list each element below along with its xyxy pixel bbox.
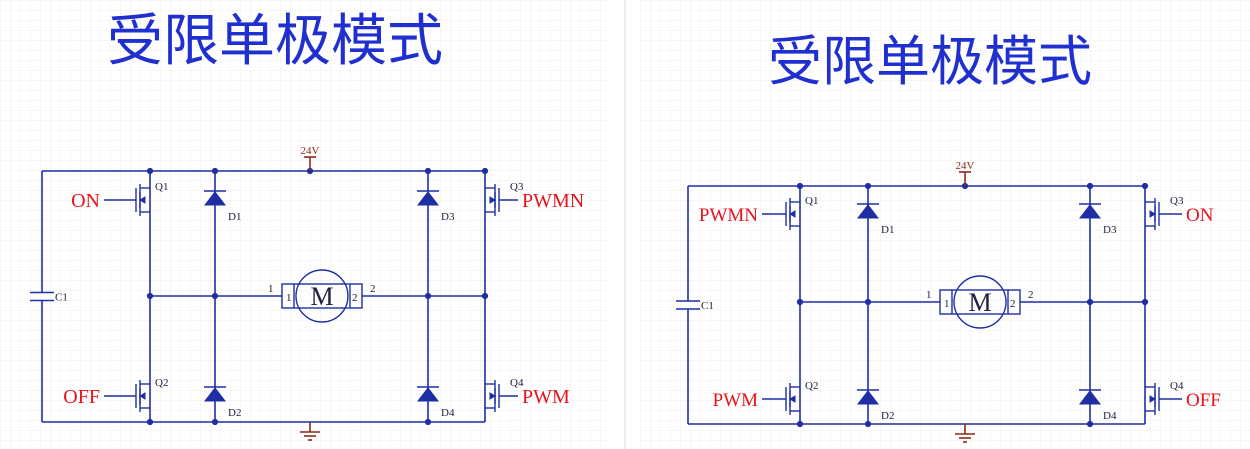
motor-pin-1: 1	[268, 283, 274, 295]
mosfet-arrow	[489, 392, 496, 400]
mosfet-arrow	[489, 196, 496, 204]
diode-label: D2	[228, 407, 241, 419]
transistor-label: Q1	[155, 181, 168, 193]
transistor-label: Q2	[805, 380, 818, 392]
diagram-title: 受限单极模式	[768, 30, 1092, 93]
wire-junction	[481, 167, 489, 175]
wire-junction	[1086, 420, 1094, 428]
gate-signal-label: ON	[1186, 205, 1214, 226]
motor-inner-pin-2: 2	[1010, 298, 1016, 310]
wire-junction	[1141, 182, 1149, 190]
motor-inner-pin-1: 1	[286, 292, 292, 304]
motor-inner-pin-1: 1	[944, 298, 950, 310]
gate-signal-label: OFF	[1186, 390, 1221, 411]
left-panel-background	[0, 0, 610, 449]
supply-label: 24V	[956, 160, 975, 172]
diode-triangle	[203, 387, 227, 402]
gate-signal-label: PWM	[713, 390, 759, 411]
diode-label: D1	[228, 211, 241, 223]
diode-triangle	[203, 191, 227, 206]
diode-label: D4	[1103, 410, 1117, 422]
transistor-label: Q1	[805, 195, 818, 207]
wire-junction	[211, 418, 219, 426]
wire-junction	[424, 418, 432, 426]
diode-triangle	[856, 204, 880, 219]
mosfet-arrow	[1149, 210, 1156, 218]
wire-junction	[796, 298, 804, 306]
wire-junction	[864, 182, 872, 190]
diode-label: D3	[1103, 224, 1117, 236]
motor-pin-2: 2	[370, 283, 376, 295]
diode-label: D2	[881, 410, 894, 422]
mosfet-arrow	[789, 210, 796, 218]
gate-signal-label: PWM	[522, 386, 570, 408]
capacitor-label: C1	[55, 292, 68, 304]
right-panel-background	[640, 0, 1250, 449]
wire-junction	[864, 420, 872, 428]
mosfet-arrow	[1149, 395, 1156, 403]
motor-circle	[953, 275, 1007, 329]
mosfet-arrow	[789, 395, 796, 403]
wire-junction	[481, 292, 489, 300]
wire-junction	[146, 292, 154, 300]
wire-junction	[424, 292, 432, 300]
wire-junction	[211, 167, 219, 175]
transistor-label: Q3	[1170, 195, 1184, 207]
transistor-label: Q4	[510, 377, 524, 389]
gate-signal-label: PWMN	[522, 190, 584, 212]
motor-symbol: M	[968, 288, 991, 317]
diode-triangle	[1078, 204, 1102, 219]
diagram-title: 受限单极模式	[107, 9, 443, 74]
wire-junction	[1141, 298, 1149, 306]
motor-pin-1: 1	[926, 289, 932, 301]
motor-pin-2: 2	[1028, 289, 1034, 301]
motor-circle	[295, 269, 349, 323]
diode-label: D4	[441, 407, 455, 419]
wire-junction	[864, 298, 872, 306]
mosfet-arrow	[139, 392, 146, 400]
wire-junction	[424, 167, 432, 175]
mosfet-arrow	[139, 196, 146, 204]
wire-junction	[146, 418, 154, 426]
wire-junction	[796, 182, 804, 190]
diode-triangle	[856, 390, 880, 405]
motor-inner-pin-2: 2	[352, 292, 358, 304]
wire-junction	[1086, 182, 1094, 190]
supply-label: 24V	[301, 145, 320, 157]
transistor-label: Q4	[1170, 380, 1184, 392]
diode-triangle	[416, 387, 440, 402]
diode-label: D3	[441, 211, 455, 223]
gate-signal-label: PWMN	[699, 205, 758, 226]
wire-junction	[796, 420, 804, 428]
gate-signal-label: ON	[71, 190, 100, 212]
gate-signal-label: OFF	[63, 386, 100, 408]
wire-junction	[146, 167, 154, 175]
wire-junction	[211, 292, 219, 300]
transistor-label: Q3	[510, 181, 524, 193]
capacitor-label: C1	[701, 300, 714, 312]
diode-label: D1	[881, 224, 894, 236]
motor-body	[939, 289, 1021, 315]
transistor-label: Q2	[155, 377, 168, 389]
wire-junction	[1086, 298, 1094, 306]
diode-triangle	[1078, 390, 1102, 405]
motor-body	[281, 283, 363, 309]
motor-symbol: M	[310, 282, 333, 311]
diode-triangle	[416, 191, 440, 206]
